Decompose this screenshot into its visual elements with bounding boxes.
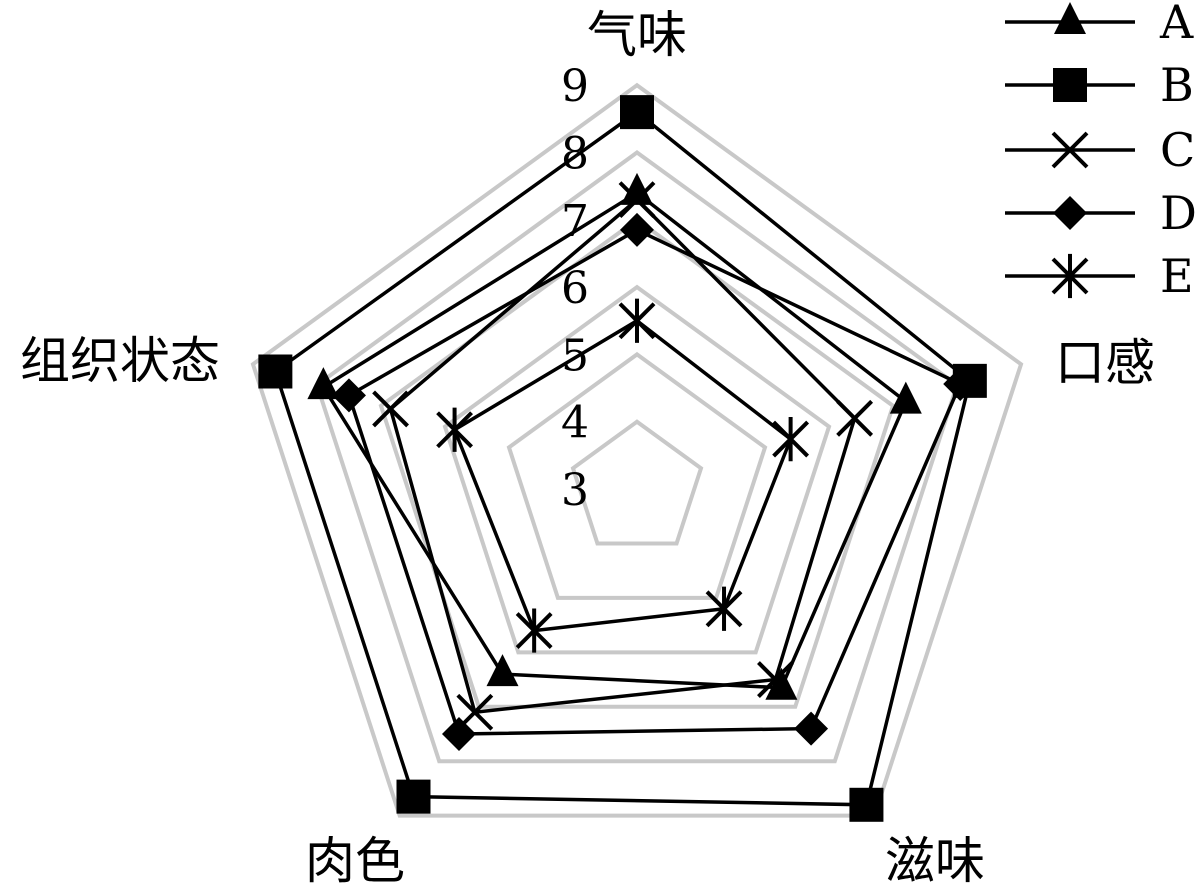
marker-asterisk — [772, 416, 810, 462]
marker-triangle — [1054, 2, 1086, 34]
grid-ring-5 — [506, 351, 768, 600]
legend-label: C — [1160, 123, 1195, 177]
series-C — [372, 181, 874, 731]
legend-item-B: B — [1005, 58, 1194, 112]
marker-triangle — [889, 381, 922, 414]
marker-diamond — [331, 378, 366, 413]
marker-square — [1053, 68, 1087, 102]
series-E — [436, 298, 810, 653]
marker-x — [618, 181, 656, 219]
series-line — [320, 190, 908, 690]
series-line — [452, 318, 793, 633]
marker-square — [620, 95, 654, 130]
marker-square — [258, 354, 293, 389]
series-group — [258, 95, 987, 822]
axis-label: 滋味 — [885, 832, 985, 890]
marker-diamond — [943, 366, 978, 401]
tick-label: 4 — [561, 398, 589, 449]
grid-ring-7 — [378, 217, 896, 709]
axis-label: 组织状态 — [20, 332, 220, 390]
marker-diamond — [620, 212, 654, 247]
tick-label: 9 — [561, 61, 589, 112]
radar-grid — [250, 82, 1024, 818]
legend-item-C: C — [1005, 123, 1195, 177]
series-D — [331, 212, 978, 752]
grid-ring-8 — [314, 150, 960, 764]
marker-diamond — [794, 711, 829, 746]
marker-diamond — [441, 717, 476, 752]
legend-item-D: D — [1005, 186, 1197, 240]
marker-triangle — [486, 654, 519, 687]
marker-asterisk — [618, 298, 656, 343]
series-line — [273, 109, 972, 807]
legend-item-E: E — [1005, 249, 1194, 303]
marker-diamond — [1053, 196, 1087, 230]
legend-label: E — [1160, 249, 1194, 303]
axis-label: 口感 — [1055, 334, 1155, 392]
marker-x — [757, 661, 794, 698]
tick-label: 3 — [561, 465, 589, 516]
marker-asterisk — [1051, 253, 1089, 299]
marker-triangle — [307, 367, 340, 400]
series-line — [346, 227, 963, 736]
legend-label: A — [1159, 0, 1194, 49]
legend-label: D — [1160, 186, 1197, 240]
series-line — [388, 197, 857, 715]
marker-x — [1051, 131, 1089, 169]
axis-label: 气味 — [587, 6, 687, 64]
marker-square — [396, 779, 431, 814]
grid-ring-4 — [570, 419, 704, 546]
grid-ring-9 — [250, 82, 1024, 818]
legend-item-A: A — [1005, 0, 1194, 49]
legend-label: B — [1160, 58, 1194, 112]
marker-asterisk — [515, 608, 553, 653]
axis-label: 肉色 — [305, 832, 405, 890]
marker-asterisk — [436, 407, 473, 452]
marker-x — [836, 399, 874, 437]
marker-x — [372, 390, 409, 428]
marker-triangle — [621, 172, 653, 205]
marker-square — [849, 787, 884, 822]
tick-label: 8 — [561, 129, 589, 180]
marker-asterisk — [705, 586, 743, 631]
grid-ring-6 — [442, 284, 832, 655]
